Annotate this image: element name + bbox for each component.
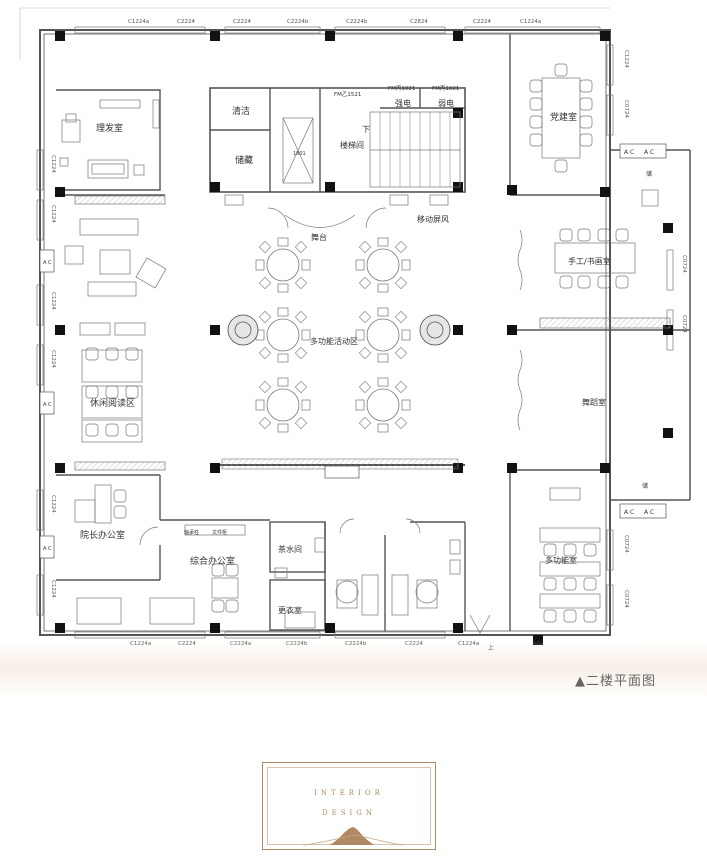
- plan-caption: ▲二楼平面图: [575, 670, 656, 689]
- window-label: C1224: [50, 292, 56, 310]
- door-label-fmc: FM乙1521: [334, 91, 361, 98]
- room-label-stairs: 楼梯间: [340, 140, 364, 150]
- window-label: C2224b: [345, 641, 367, 647]
- room-label-screen: 移动屏风: [417, 214, 449, 224]
- window-label: C0724: [623, 535, 629, 553]
- window-label: C0724: [623, 100, 629, 118]
- window-label: C1224: [50, 350, 56, 368]
- window-label: C0724: [681, 315, 687, 333]
- window-label: C1224a: [130, 641, 151, 647]
- wet-area: [274, 518, 491, 634]
- ac-label: A C: [43, 260, 52, 266]
- window-label: C2224: [177, 19, 195, 25]
- window-label: C1224: [50, 495, 56, 513]
- room-label-storage: 储藏: [235, 154, 253, 166]
- window-label: C2224b: [287, 19, 309, 25]
- store-label-b: 储: [642, 482, 648, 490]
- door-label-a: 轴承柱: [184, 529, 199, 536]
- room-label-power-strong: 强电: [395, 98, 411, 108]
- badge-line-1: INTERIOR: [314, 789, 384, 797]
- room-label-dance: 舞蹈室: [582, 397, 606, 407]
- window-label: C1224a: [128, 19, 149, 25]
- window-label: C2224: [178, 641, 196, 647]
- window-label: C0724: [623, 590, 629, 608]
- interior-design-badge: INTERIOR DESIGN: [262, 762, 436, 850]
- door-label-fm1: FM丙1021: [388, 85, 415, 92]
- room-label-dean: 院长办公室: [80, 529, 125, 541]
- ac-label: A C: [644, 149, 654, 156]
- ac-label: A C: [43, 546, 52, 552]
- window-label: C1224: [623, 50, 629, 68]
- stairs-down-label: 下: [362, 125, 370, 134]
- room-label-activity: 多功能活动区: [310, 336, 358, 346]
- room-label-office: 综合办公室: [190, 555, 235, 567]
- room-label-party: 党建室: [550, 111, 577, 123]
- mountain-icon: [302, 827, 404, 846]
- ac-label: A C: [43, 402, 52, 408]
- barber-furniture: [59, 99, 160, 179]
- window-label: C1224: [50, 205, 56, 223]
- room-label-barber: 理发室: [96, 122, 123, 134]
- room-label-reading: 休闲阅读区: [90, 397, 135, 409]
- core-details: [224, 111, 461, 229]
- window-labels: C1224a C2224 C2224 C2224b C2224b C2824 C…: [50, 19, 687, 647]
- room-label-changing: 更衣室: [278, 605, 302, 615]
- room-label-stage: 舞台: [311, 232, 327, 242]
- door-label-b: 文件柜: [212, 529, 227, 536]
- window-label: C1224a: [520, 19, 541, 25]
- reading-furniture: [64, 195, 167, 471]
- window-label: C2224: [473, 19, 491, 25]
- room-label-elevator: 1801: [293, 151, 306, 157]
- ac-label: A C: [644, 509, 654, 516]
- craft-furniture: [517, 228, 671, 431]
- interior-walls: [56, 34, 690, 631]
- multi-furniture: [539, 487, 601, 623]
- room-label-tea: 茶水间: [278, 544, 302, 554]
- door-label-fm2: FM丙1021: [432, 85, 459, 92]
- window-label: C0724: [681, 255, 687, 273]
- window-label: C2224: [233, 19, 251, 25]
- entrance-up-label: 上: [488, 644, 494, 652]
- room-label-multi: 多功能室: [545, 555, 577, 565]
- window-label: C2224b: [286, 641, 308, 647]
- caption-marker-icon: ▲: [575, 674, 586, 689]
- room-label-craft: 手工/书画室: [568, 256, 611, 266]
- window-label: C2224a: [230, 641, 251, 647]
- window-label: C1224: [50, 155, 56, 173]
- window-label: C2824: [410, 19, 428, 25]
- ac-label: A C: [624, 149, 634, 156]
- store-label-a: 储: [646, 170, 652, 178]
- window-label: C1224: [50, 580, 56, 598]
- room-label-power-weak: 弱电: [438, 98, 454, 108]
- ac-label: A C: [624, 509, 634, 516]
- party-furniture: [529, 63, 659, 207]
- activity-tables: [221, 237, 459, 479]
- window-label: C2224: [405, 641, 423, 647]
- plan-title: 二楼平面图: [586, 674, 657, 689]
- window-label: C2224b: [346, 19, 368, 25]
- window-strips: [36, 26, 674, 639]
- room-label-cleaning: 清洁: [232, 105, 250, 117]
- badge-line-2: DESIGN: [322, 809, 376, 817]
- window-label: C1224a: [458, 641, 479, 647]
- office-furniture: [74, 484, 246, 625]
- ac-units: A C A C A C A C A C A C A C: [39, 143, 667, 559]
